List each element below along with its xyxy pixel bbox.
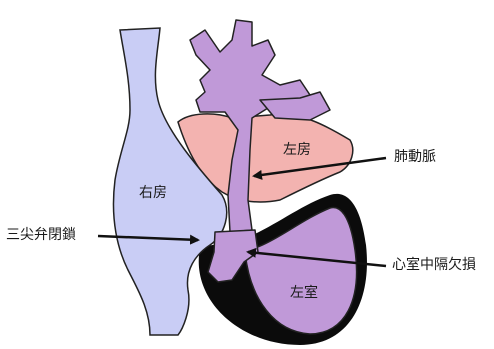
vsd-label: 心室中隔欠損	[392, 258, 476, 272]
left-ventricle-label: 左室	[290, 286, 318, 300]
right-atrium-label: 右房	[139, 186, 167, 200]
pulmonary-artery-label: 肺動脈	[394, 150, 436, 164]
left-atrium-label: 左房	[283, 143, 311, 157]
tricuspid-atresia-label: 三尖弁閉鎖	[6, 228, 76, 242]
